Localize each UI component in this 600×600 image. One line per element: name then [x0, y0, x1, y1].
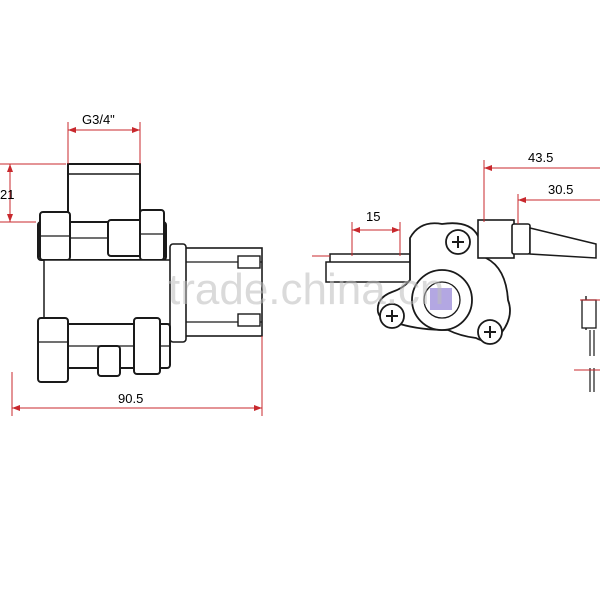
dim-height-label: 21: [0, 187, 14, 202]
left-view: [37, 163, 263, 383]
right-view: [325, 219, 597, 392]
bolt-lower-right: [133, 317, 161, 375]
threaded-inlet: [67, 163, 141, 223]
dim-thread-label: G3/4": [82, 112, 115, 127]
valve-body: [43, 259, 175, 325]
right-dimensions: [312, 160, 600, 371]
dim-width-label: 90.5: [118, 391, 143, 406]
dim-stem-label: 15: [366, 209, 380, 224]
dim-tab-label: 30.5: [548, 182, 573, 197]
screw-right-icon: [477, 319, 503, 345]
watermark-text: trade.china.cn: [168, 265, 444, 314]
dim-overall-label: 43.5: [528, 150, 553, 165]
screw-top-icon: [445, 229, 471, 255]
connector-tab: [529, 227, 597, 259]
bolt-lower-left: [37, 317, 69, 383]
left-dimensions: [0, 122, 263, 416]
connector-housing: [477, 219, 515, 259]
screw-left-icon: [379, 303, 405, 329]
bolt-upper-right: [139, 209, 165, 261]
sensor-window: [430, 288, 452, 310]
bolt-lower-center: [97, 345, 121, 377]
